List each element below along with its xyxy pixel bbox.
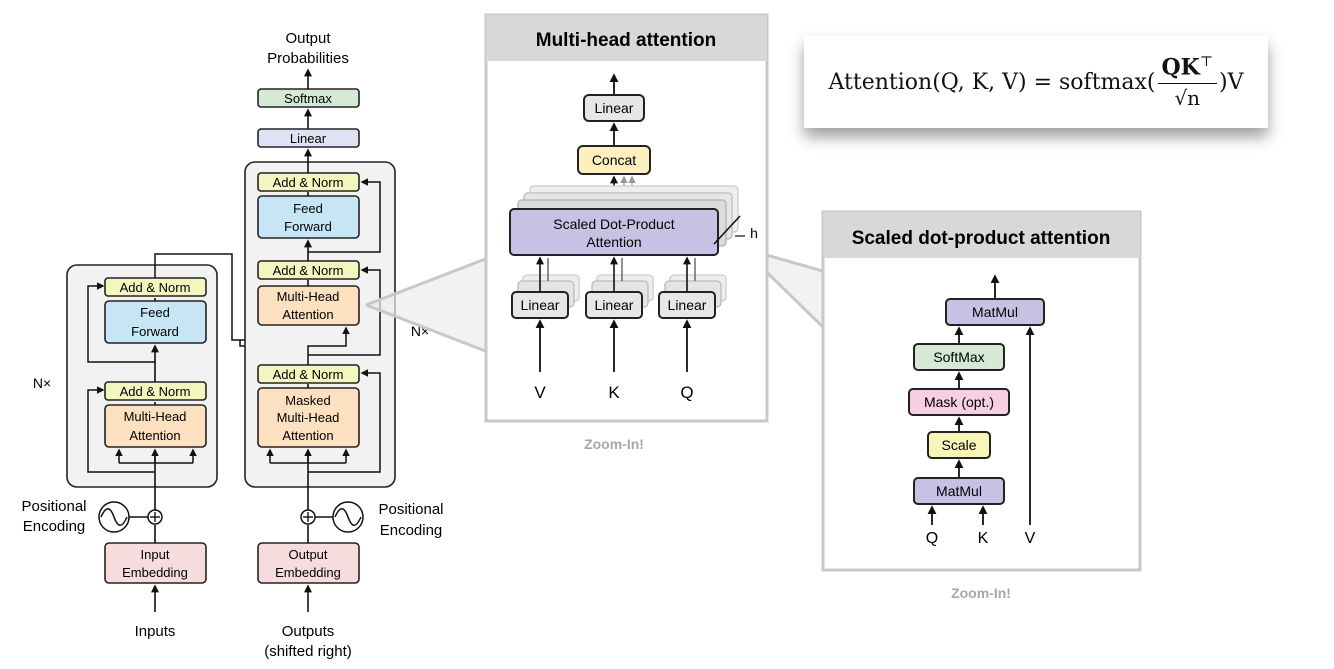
decoder-positional-label-1: Positional [378, 501, 443, 518]
decoder-ff-label-1: Feed [293, 201, 323, 216]
output-embedding-label-1: Output [288, 547, 327, 562]
mh-concat-box [577, 145, 651, 175]
sdpa-input-q: Q [926, 530, 938, 547]
formula-lhs: Attention(Q, K, V) = softmax( [828, 69, 1156, 95]
inputs-label: Inputs [135, 623, 176, 640]
mh-linear-k-label: Linear [595, 297, 634, 313]
encoder-ff-label-2: Forward [131, 324, 179, 339]
encoder-mha-label-2: Attention [129, 428, 180, 443]
mh-input-v: V [534, 383, 546, 402]
sdpa-mask-label: Mask (opt.) [924, 394, 994, 410]
decoder-ff-label-2: Forward [284, 219, 332, 234]
mh-linear-k-stack [585, 274, 654, 319]
outputs-label-1: Outputs [282, 623, 335, 640]
sdpa-matmul-bottom-label: MatMul [936, 483, 982, 499]
formula-numerator-text: QK [1161, 54, 1200, 81]
mh-input-k: K [608, 383, 620, 402]
mh-sdpa-box [509, 208, 719, 256]
decoder-mha-label-1: Multi-Head [277, 289, 340, 304]
sdpa-scale-box [927, 431, 991, 459]
attention-formula: Attention(Q, K, V) = softmax( QK⊤ √n )V [804, 36, 1268, 128]
decoder-addnorm-1-label: Add & Norm [273, 367, 344, 382]
mh-linear-v-stack [511, 274, 580, 319]
mh-sdpa-label-1: Scaled Dot-Product [553, 216, 675, 232]
mh-concat-label: Concat [592, 152, 636, 168]
input-embedding-label-1: Input [141, 547, 170, 562]
encoder-positional-label-1: Positional [21, 498, 86, 515]
decoder-mha-label-2: Attention [282, 307, 333, 322]
sdpa-panel-header [823, 212, 1140, 258]
outputs-label-2: (shifted right) [264, 643, 352, 660]
sdpa-matmul-bottom-box [913, 477, 1005, 505]
mh-sdpa-label-2: Attention [586, 234, 641, 250]
formula-rhs: )V [1218, 69, 1244, 95]
input-embedding-label-2: Embedding [122, 565, 188, 580]
mh-linear-top-label: Linear [595, 100, 634, 116]
encoder-addnorm-2-label: Add & Norm [120, 280, 191, 295]
masked-mha-label-1: Masked [285, 393, 331, 408]
mh-linear-top-box [583, 94, 645, 122]
encoder-block [66, 264, 218, 488]
encoder-mha-label-1: Multi-Head [124, 409, 187, 424]
encoder-positional-label-2: Encoding [23, 518, 86, 535]
mh-input-q: Q [680, 383, 693, 402]
output-embedding-label-2: Embedding [275, 565, 341, 580]
mh-heads-label: h [750, 225, 758, 241]
mh-linear-q-stack [658, 274, 727, 319]
masked-mha-label-2: Multi-Head [277, 410, 340, 425]
sdpa-panel-title: Scaled dot-product attention [852, 228, 1111, 249]
formula-fraction: QK⊤ √n [1157, 54, 1217, 110]
formula-numerator: QK⊤ [1157, 54, 1217, 84]
sdpa-zoom-caption: Zoom-In! [951, 585, 1011, 601]
decoder-linear-label: Linear [290, 131, 327, 146]
mh-linear-q-label: Linear [668, 297, 707, 313]
sdpa-mask-box [908, 388, 1010, 416]
sdpa-matmul-top-box [945, 298, 1045, 326]
mh-zoom-caption: Zoom-In! [584, 436, 644, 452]
sdpa-softmax-box [913, 343, 1005, 371]
mh-linear-v-label: Linear [521, 297, 560, 313]
sdpa-input-v: V [1025, 530, 1036, 547]
output-probabilities-label-2: Probabilities [267, 50, 349, 67]
formula-transpose: ⊤ [1199, 54, 1213, 71]
encoder-nx-label: N× [33, 375, 51, 391]
encoder-ff-label-1: Feed [140, 305, 170, 320]
decoder-softmax-label: Softmax [284, 91, 332, 106]
decoder-positional-label-2: Encoding [380, 522, 443, 539]
sdpa-input-k: K [978, 530, 989, 547]
multihead-panel-header [486, 15, 767, 61]
decoder-addnorm-2-label: Add & Norm [273, 263, 344, 278]
sdpa-softmax-label: SoftMax [933, 349, 984, 365]
sdpa-scale-label: Scale [941, 437, 976, 453]
output-probabilities-label-1: Output [285, 30, 331, 47]
sdpa-matmul-top-label: MatMul [972, 304, 1018, 320]
encoder-addnorm-1-label: Add & Norm [120, 384, 191, 399]
multihead-panel-title: Multi-head attention [536, 30, 716, 51]
formula-denominator: √n [1174, 85, 1201, 110]
decoder-addnorm-3-label: Add & Norm [273, 175, 344, 190]
masked-mha-label-3: Attention [282, 428, 333, 443]
